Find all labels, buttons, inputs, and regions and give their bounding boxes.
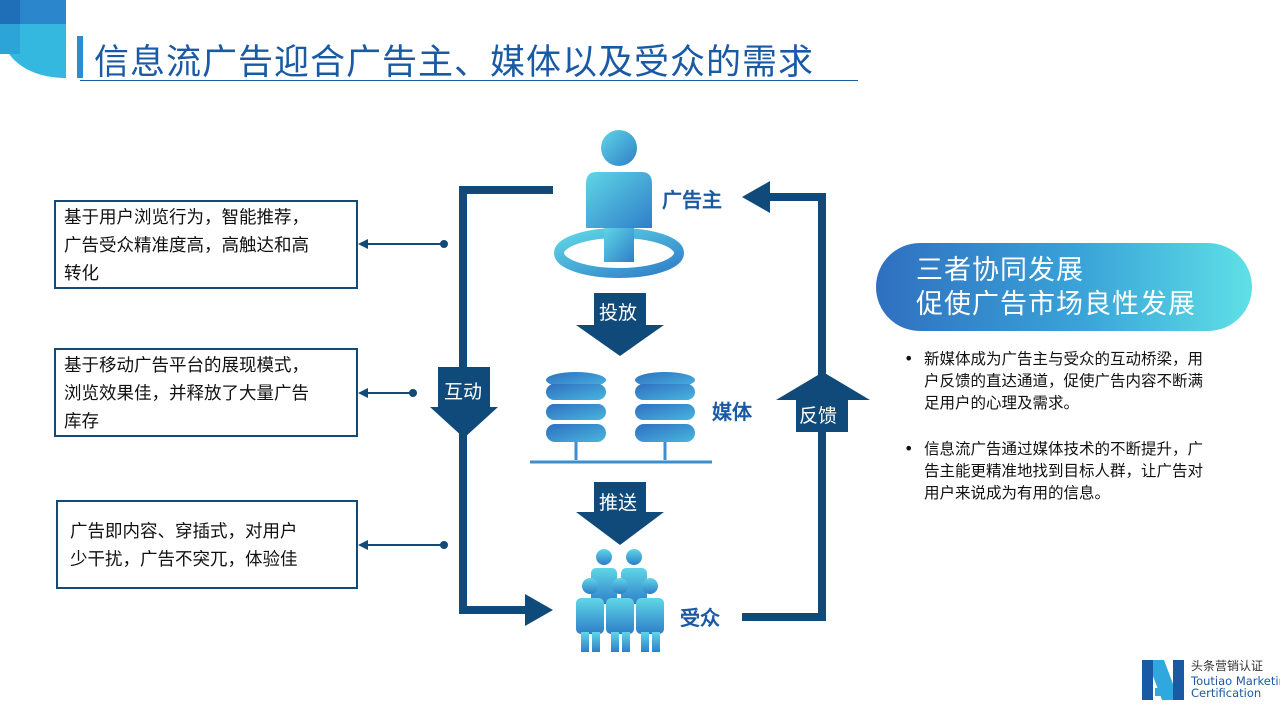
feature-box-line: 基于移动广告平台的展现模式， — [64, 356, 309, 376]
audience-label: 受众 — [680, 606, 720, 630]
deliver-arrow — [576, 293, 664, 356]
bullet-list: 新媒体成为广告主与受众的互动桥梁，用 户反馈的直达通道，促使广告内容不断满 足用… — [900, 348, 1230, 528]
advertiser-label: 广告主 — [662, 188, 722, 212]
corner-decoration — [0, 0, 66, 78]
logo-text: 头条营销认证 Toutiao Marketing Certification — [1191, 660, 1280, 699]
interact-label: 互动 — [444, 381, 483, 403]
pill-line-2: 促使广告市场良性发展 — [916, 289, 1196, 320]
bullet-line: 户反馈的直达通道，促使广告内容不断满 — [924, 372, 1204, 390]
interact-loop-arrow — [430, 186, 553, 626]
logo-en-2: Certification — [1191, 686, 1262, 700]
media-label: 媒体 — [712, 400, 752, 424]
feature-box-line: 浏览效果佳，并释放了大量广告 — [64, 384, 309, 404]
feature-box-line: 广告即内容、穿插式，对用户 — [70, 522, 298, 542]
title-accent-bar — [77, 36, 83, 78]
bullet-item: 新媒体成为广告主与受众的互动桥梁，用 户反馈的直达通道，促使广告内容不断满 足用… — [900, 348, 1230, 414]
push-arrow — [576, 482, 664, 545]
bullet-line: 新媒体成为广告主与受众的互动桥梁，用 — [924, 350, 1204, 368]
bullet-line: 告主能更精准地找到目标人群，让广告对 — [924, 462, 1204, 480]
push-label: 推送 — [599, 492, 638, 514]
feature-box-line: 广告受众精准度高，高触达和高 — [64, 236, 309, 256]
toutiao-logo-icon — [1142, 660, 1184, 700]
feature-box-experience: 广告即内容、穿插式，对用户 少干扰，广告不突兀，体验佳 — [56, 500, 358, 589]
bullet-line: 信息流广告通过媒体技术的不断提升，广 — [924, 440, 1204, 458]
bullet-line: 用户来说成为有用的信息。 — [924, 484, 1111, 502]
box-connectors — [358, 239, 448, 550]
feature-box-line: 库存 — [64, 412, 99, 432]
logo-cn: 头条营销认证 — [1191, 659, 1264, 673]
feedback-loop-arrow — [742, 181, 870, 621]
feature-box-line: 转化 — [64, 264, 99, 284]
media-database-icon — [530, 372, 712, 464]
feature-box-line: 基于用户浏览行为，智能推荐， — [64, 208, 309, 228]
advertiser-person-icon — [554, 130, 684, 278]
feedback-label: 反馈 — [799, 405, 838, 427]
feature-box-targeting: 基于用户浏览行为，智能推荐， 广告受众精准度高，高触达和高 转化 — [54, 200, 358, 289]
audience-crowd-icon — [576, 549, 664, 652]
synergy-pill: 三者协同发展 促使广告市场良性发展 — [876, 243, 1252, 331]
page-title: 信息流广告迎合广告主、媒体以及受众的需求 — [94, 43, 815, 83]
deliver-label: 投放 — [599, 302, 638, 324]
title-underline — [80, 80, 858, 81]
feature-box-line: 少干扰，广告不突兀，体验佳 — [70, 550, 298, 570]
feature-box-display: 基于移动广告平台的展现模式， 浏览效果佳，并释放了大量广告 库存 — [54, 348, 358, 437]
bullet-item: 信息流广告通过媒体技术的不断提升，广 告主能更精准地找到目标人群，让广告对 用户… — [900, 438, 1230, 504]
bullet-line: 足用户的心理及需求。 — [924, 394, 1080, 412]
pill-line-1: 三者协同发展 — [916, 255, 1084, 286]
logo-en-1: Toutiao Marketing — [1191, 674, 1280, 688]
